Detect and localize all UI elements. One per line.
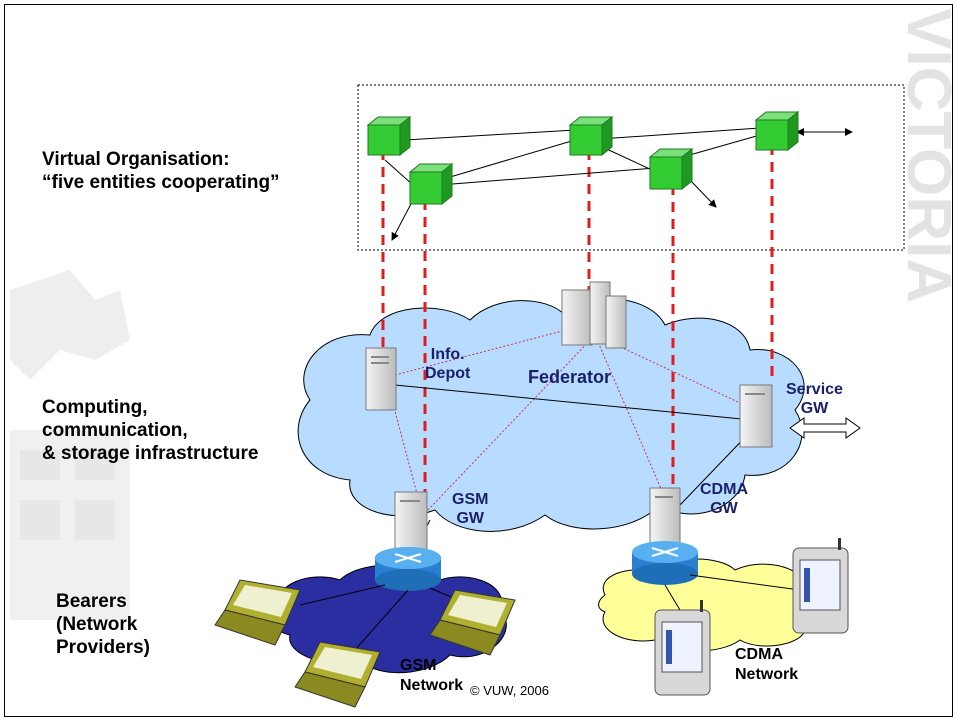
server-cdma-gw [649,487,681,549]
cube-1 [366,115,412,157]
server-gsm-gw [394,491,428,555]
cdma-gw-label: CDMA GW [700,481,748,517]
bearers-label: Bearers (Network Providers) [56,591,150,658]
virtual-org-box [357,84,905,251]
victoria-watermark: VICTORIA [894,8,957,303]
router-gsm [375,547,441,591]
gsm-device-2 [429,589,516,656]
bearer-links [299,574,801,651]
federator-label: Federator [528,367,612,387]
gsm-device-3 [294,641,381,708]
info-depot-label: Info. Depot [425,346,471,382]
cube-2 [408,162,454,206]
vo-links [384,127,853,241]
service-gw-label: Service GW [786,381,843,417]
cube-4 [648,147,694,191]
cdma-network-label: CDMA Network [735,646,799,683]
gsm-gw-label: GSM GW [452,491,489,527]
cdma-device-1 [654,600,711,696]
copyright-footer: © VUW, 2006 [470,683,549,698]
cube-5 [754,110,800,152]
slide-border [4,4,953,717]
router-cdma [632,541,698,585]
computing-infrastructure-label: Computing, communication, & storage infr… [42,397,259,464]
cube-3 [568,115,614,157]
gsm-device-1 [214,579,301,646]
virtual-org-label: Virtual Organisation: “five entities coo… [42,149,280,193]
server-service-gw [739,384,773,448]
crest-watermark [10,270,130,620]
gsm-network-label: GSM Network [400,657,464,694]
service-gw-double-arrow [789,417,861,439]
server-federator [561,281,627,349]
cdma-device-2 [792,538,849,634]
server-info-depot [365,347,397,411]
entity-cubes [366,110,800,206]
svg-text:VICTORIA: VICTORIA [894,8,957,303]
